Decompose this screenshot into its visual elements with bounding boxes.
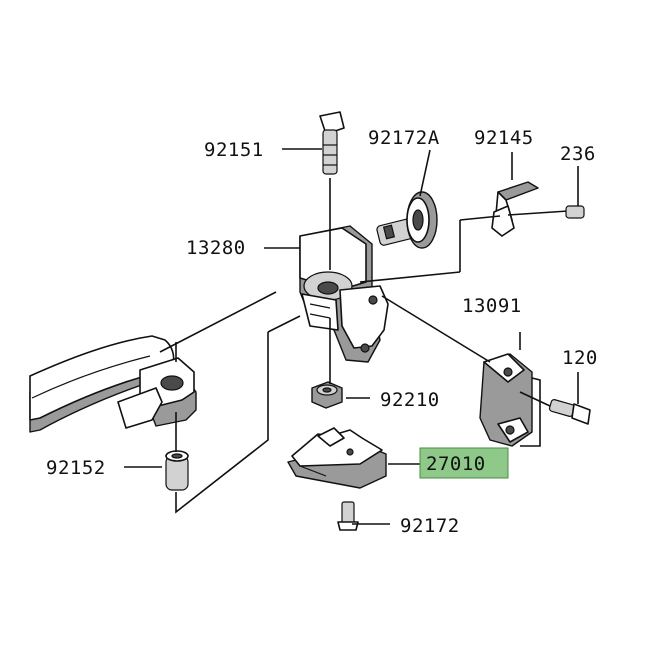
pivot-bolt-drawing xyxy=(319,111,345,175)
part-label-92172A[interactable]: 92172A xyxy=(368,127,440,149)
screw-92172-drawing xyxy=(337,501,359,531)
highlight-box xyxy=(419,447,509,479)
brake-lever-drawing xyxy=(29,335,197,433)
bolt-120-drawing xyxy=(548,399,591,425)
part-label-92172[interactable]: 92172 xyxy=(400,515,460,537)
part-label-92151[interactable]: 92151 xyxy=(204,139,264,161)
screw-236-drawing xyxy=(507,205,585,219)
part-label-92210[interactable]: 92210 xyxy=(380,389,440,411)
part-label-92145[interactable]: 92145 xyxy=(474,127,534,149)
part-label-120[interactable]: 120 xyxy=(562,347,598,369)
part-label-27010[interactable]: 27010 xyxy=(426,453,486,475)
leader-lines xyxy=(124,148,579,525)
nut-drawing xyxy=(311,381,343,409)
pin-drawing xyxy=(165,450,189,491)
clamp-drawing xyxy=(479,353,533,447)
part-label-13280[interactable]: 13280 xyxy=(186,237,246,259)
brake-switch-drawing xyxy=(287,427,387,489)
master-cylinder-drawing xyxy=(299,225,389,363)
spring-drawing xyxy=(491,181,539,237)
part-label-92152[interactable]: 92152 xyxy=(46,457,106,479)
adjuster-drawing xyxy=(376,191,438,249)
part-label-13091[interactable]: 13091 xyxy=(462,295,522,317)
part-label-236[interactable]: 236 xyxy=(560,143,596,165)
